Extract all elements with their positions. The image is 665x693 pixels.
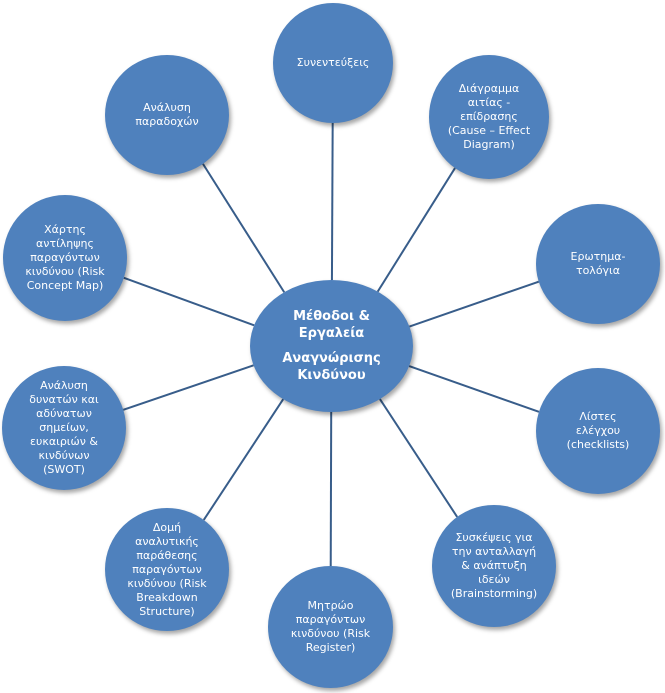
connector-assumptions	[202, 163, 286, 293]
node-label-line: Breakdown	[136, 590, 198, 604]
node-label-line: Δομή	[152, 520, 182, 534]
node-label-line: Λίστες	[579, 410, 617, 423]
connector-cause-effect	[376, 167, 456, 293]
node-label-line: σημείων,	[39, 421, 89, 434]
node-label-line: παραγόντων	[132, 562, 202, 576]
node-label-line: Συνεντεύξεις	[296, 56, 370, 69]
node-label-line: αναλυτικής	[135, 534, 199, 548]
center-line-1: Μέθοδοι &	[293, 309, 370, 324]
node-label-line: δυνατών και	[29, 393, 99, 406]
node-label-line: παραδοχών	[135, 115, 199, 128]
node-label-line: Διάγραμμα	[458, 82, 520, 95]
node-label-line: Register)	[305, 641, 356, 654]
node-label-line: παραγόντων	[295, 613, 366, 626]
node-label-line: ευκαιριών &	[30, 435, 98, 448]
node-label-line: (Cause – Effect	[447, 124, 531, 137]
node-label-line: κινδύνου (Risk	[290, 627, 371, 640]
node-label-line: παραγόντων	[30, 251, 100, 264]
node-label-line: κινδύνου (Risk	[127, 576, 207, 590]
connector-checklists	[408, 365, 540, 413]
node-label-line: Structure)	[139, 604, 195, 618]
node-label-line: αντίληψης	[36, 237, 94, 250]
node-label-line: & ανάπτυξη	[461, 559, 527, 572]
connector-risk-concept-map	[123, 276, 255, 327]
node-label-line: αιτίας -	[467, 96, 511, 109]
node-label-line: (checklists)	[566, 438, 630, 451]
connector-interviews	[330, 122, 334, 281]
node-label-line: ελέγχου	[575, 424, 621, 437]
node-label-line: κινδύνων	[38, 449, 90, 462]
node-label-line: ιδεών	[478, 573, 510, 586]
node-label-line: αδύνατων	[36, 407, 92, 420]
node-label-line: επίδρασης	[460, 110, 518, 123]
node-label-line: (Brainstorming)	[450, 587, 538, 600]
connector-swot	[122, 364, 254, 411]
node-label-line: Ανάλυση	[143, 101, 191, 114]
central-node: Μέθοδοι & Εργαλεία Αναγνώρισης Κινδύνου	[250, 280, 413, 412]
node-label-line: παράθεσης	[136, 548, 198, 562]
node-label-line: Ερωτημα-	[570, 250, 626, 263]
connector-questionnaires	[409, 280, 540, 328]
center-line-2: Εργαλεία	[298, 326, 365, 341]
center-line-4: Κινδύνου	[297, 368, 366, 383]
center-line-3: Αναγνώρισης	[282, 351, 381, 366]
node-interviews: Συνεντεύξεις	[273, 3, 393, 123]
node-questionnaires: Ερωτημα-τολόγια	[536, 204, 660, 324]
connector-brainstorming	[379, 398, 459, 518]
node-label-line: (SWOT)	[43, 463, 85, 476]
node-label-line: κινδύνου (Risk	[25, 265, 105, 278]
node-label-line: Μητρώο	[307, 599, 354, 612]
node-label-line: τολόγια	[575, 264, 621, 277]
node-label-line: Concept Map)	[26, 279, 104, 292]
connector-risk-breakdown	[202, 398, 285, 521]
node-label-line: Ανάλυση	[40, 379, 88, 392]
node-label-line: Συσκέψεις για	[455, 531, 533, 544]
node-label-line: Diagram)	[463, 138, 515, 151]
node-label-line: Χάρτης	[44, 223, 86, 236]
node-label-line: την ανταλλαγή	[451, 545, 537, 558]
